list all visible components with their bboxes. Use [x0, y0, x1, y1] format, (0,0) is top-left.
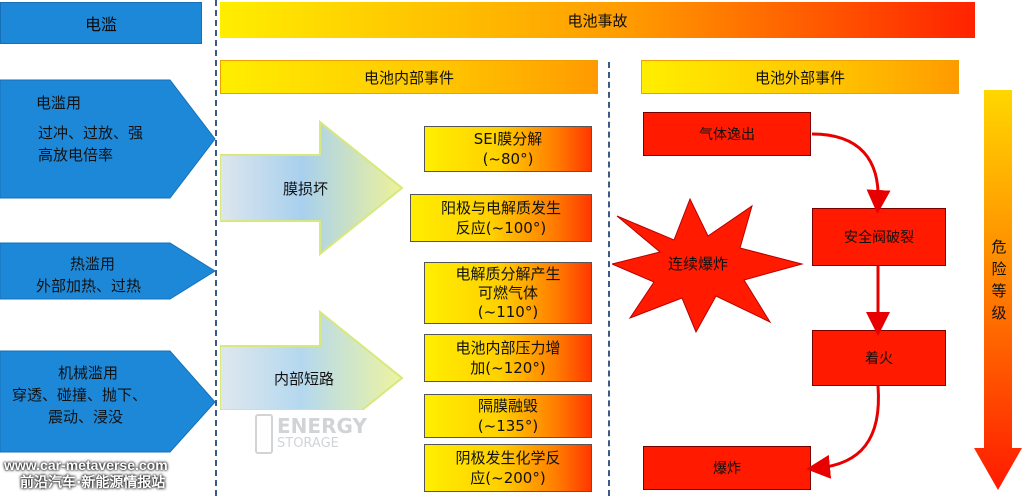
external-valve-label: 安全阀破裂 — [844, 230, 914, 246]
thermal-abuse-detail-1: 外部加热、过热 — [36, 277, 142, 295]
thermal-abuse-title: 热滥用 — [70, 255, 116, 273]
thermal-abuse-text: 热滥用 外部加热、过热 — [36, 253, 186, 297]
mechanical-abuse-detail-2: 震动、浸没 — [48, 408, 124, 426]
event-pressure-line1: 电池内部压力增 — [455, 339, 561, 357]
event-sei-line2: (~80°) — [482, 150, 534, 168]
top-header-label: 电池事故 — [567, 11, 628, 30]
battery-icon — [255, 414, 273, 454]
electrical-abuse-text: 电滥用 过冲、过放、强 高放电倍率 — [36, 92, 176, 166]
mechanical-abuse-text: 机械滥用 穿透、碰撞、抛下、 震动、浸没 — [12, 362, 192, 428]
danger-level-arrow — [974, 90, 1022, 490]
explosion-label: 连续爆炸 — [668, 255, 729, 273]
event-electrolyte-line1: 电解质分解产生 — [455, 264, 561, 283]
top-header: 电池事故 — [220, 2, 975, 38]
mechanical-abuse-detail-1: 穿透、碰撞、抛下、 — [12, 386, 148, 404]
event-cathode-line1: 阴极发生化学反 — [455, 449, 561, 467]
arrow-fire-to-explosion — [806, 385, 880, 479]
electrical-abuse-detail-2: 高放电倍率 — [38, 146, 114, 164]
electrical-abuse-detail-1: 过冲、过放、强 — [38, 124, 144, 142]
external-flow-arrows — [806, 132, 891, 479]
membrane-arrow-label: 膜损坏 — [283, 180, 329, 198]
event-electrolyte: 电解质分解产生 可燃气体 (~110°) — [424, 262, 592, 324]
explosion-star — [612, 197, 804, 334]
watermark-name: 前沿汽车·新能源情报站 — [20, 475, 166, 491]
energy-storage-logo: ENERGY STORAGE — [255, 414, 367, 454]
external-header-label: 电池外部事件 — [754, 68, 845, 87]
danger-char-4: 级 — [991, 304, 1007, 322]
arrow-gas-to-valve — [811, 132, 891, 214]
event-electrolyte-line3: (~110°) — [477, 302, 539, 321]
external-fire: 着火 — [812, 330, 946, 386]
event-cathode: 阴极发生化学反 应(~200°) — [424, 444, 592, 492]
membrane-arrow-shape — [220, 119, 404, 257]
internal-arrows — [220, 119, 404, 410]
external-gas: 气体逸出 — [643, 112, 811, 156]
watermark: www.car-metaverse.com 前沿汽车·新能源情报站 — [4, 456, 168, 492]
event-anode-line1: 阳极与电解质发生 — [440, 199, 561, 217]
electrical-abuse-title: 电滥用 — [36, 94, 82, 112]
external-explosion: 爆炸 — [643, 446, 811, 490]
event-sei: SEI膜分解 (~80°) — [424, 126, 592, 172]
event-sei-line1: SEI膜分解 — [473, 130, 543, 148]
thermal-abuse-shape — [0, 242, 216, 300]
danger-char-2: 险 — [991, 260, 1007, 278]
left-divider — [215, 0, 217, 496]
logo-line2: STORAGE — [277, 436, 339, 451]
short-arrow-shape — [220, 309, 404, 410]
external-header: 电池外部事件 — [641, 60, 959, 94]
event-anode-line2: 反应(~100°) — [455, 219, 547, 237]
short-arrow-label: 内部短路 — [274, 370, 335, 388]
watermark-url: www.car-metaverse.com — [4, 457, 168, 473]
electrical-abuse-shape — [0, 79, 216, 199]
event-electrolyte-line2: 可燃气体 — [477, 283, 538, 302]
event-separator-line2: (~135°) — [477, 417, 539, 435]
mechanical-abuse-shape — [0, 350, 216, 453]
external-gas-label: 气体逸出 — [699, 127, 755, 143]
danger-label: 危 险 等 级 — [989, 236, 1009, 324]
danger-char-3: 等 — [991, 282, 1007, 300]
middle-divider — [608, 62, 610, 496]
event-anode: 阳极与电解质发生 反应(~100°) — [410, 194, 592, 242]
danger-arrow-shape — [974, 90, 1022, 490]
left-header-label: 电滥 — [84, 15, 117, 34]
mechanical-abuse-title: 机械滥用 — [58, 364, 119, 382]
external-fire-label: 着火 — [865, 351, 893, 367]
event-cathode-line2: 应(~200°) — [470, 469, 546, 487]
abuse-arrows — [0, 79, 216, 453]
logo-line1: ENERGY — [277, 414, 367, 438]
external-valve: 安全阀破裂 — [812, 208, 946, 266]
explosion-star-shape — [612, 197, 804, 334]
external-explosion-label: 爆炸 — [713, 461, 741, 477]
event-pressure: 电池内部压力增 加(~120°) — [424, 334, 592, 382]
event-separator: 隔膜融毁 (~135°) — [424, 394, 592, 438]
internal-header: 电池内部事件 — [220, 60, 598, 94]
left-header: 电滥 — [0, 2, 202, 44]
event-pressure-line2: 加(~120°) — [470, 359, 546, 377]
event-separator-line1: 隔膜融毁 — [477, 397, 538, 415]
danger-char-1: 危 — [991, 238, 1007, 256]
internal-header-label: 电池内部事件 — [363, 68, 454, 87]
